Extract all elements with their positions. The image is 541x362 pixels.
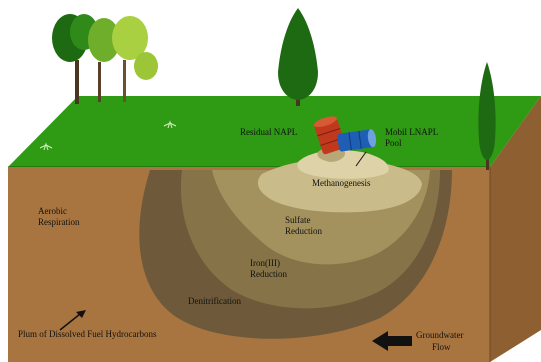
label-mobile-napl-pool-line1: Mobil LNAPL [385, 127, 439, 137]
shrub-icon [39, 142, 53, 151]
label-aerobic-line1: Aerobic [38, 206, 67, 216]
shrub-icon [163, 120, 177, 129]
spilled-drum-icon [313, 116, 377, 155]
ground-surface [8, 96, 541, 167]
napl-pool-leader [355, 151, 367, 167]
label-aerobic-line2: Respiration [38, 217, 80, 227]
plume-arrow-icon [59, 310, 86, 331]
label-sulfate-line1: Sulfate [285, 215, 311, 225]
label-groundwater-line2: Flow [432, 342, 451, 352]
label-iron-line1: Iron(III) [250, 258, 280, 268]
tree-icon [88, 18, 120, 102]
tree-icon [112, 16, 158, 102]
label-groundwater-line1: Groundwater [416, 330, 464, 340]
tree-icon [478, 62, 496, 170]
label-denitrification: Denitrification [188, 296, 241, 306]
label-residual-napl: Residual NAPL [240, 127, 298, 137]
tree-icon [278, 8, 318, 106]
label-plume: Plum of Dissolved Fuel Hydrocarbons [18, 329, 157, 339]
label-sulfate-line2: Reduction [285, 226, 322, 236]
label-iron-line2: Reduction [250, 269, 287, 279]
groundwater-flow-arrow-icon [372, 331, 412, 351]
label-mobile-napl-pool-line2: Pool [385, 138, 402, 148]
label-methanogenesis: Methanogenesis [312, 178, 371, 188]
soil-block-side [490, 96, 541, 362]
